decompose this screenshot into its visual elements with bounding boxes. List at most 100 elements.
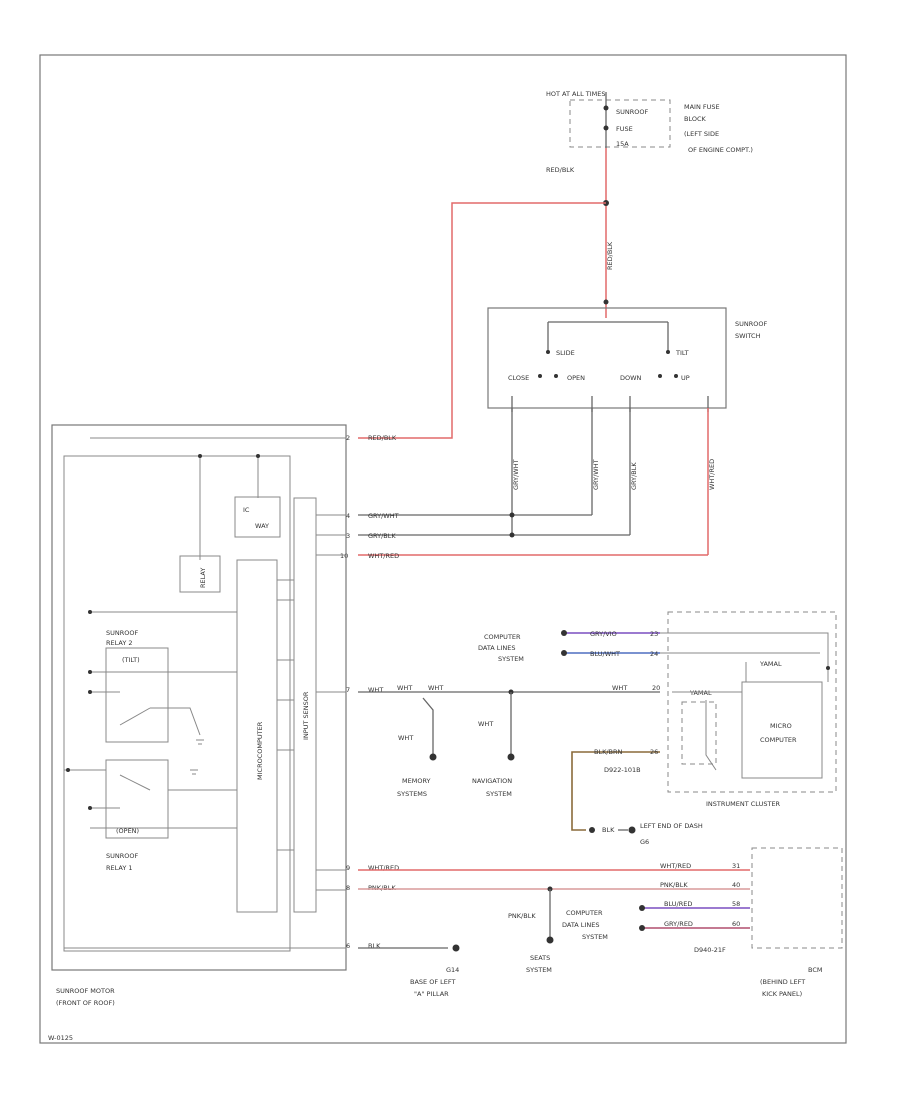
svg-text:CLOSE: CLOSE: [508, 374, 529, 382]
svg-text:31: 31: [732, 862, 740, 870]
svg-text:BLK: BLK: [602, 826, 615, 834]
sunroof-relay-2: [105, 647, 169, 743]
sunroof-switch: SUNROOF SWITCH SLIDE TILT CLOSE OPEN DOW…: [487, 307, 767, 412]
svg-text:15A: 15A: [616, 140, 629, 148]
svg-text:BLK: BLK: [368, 942, 381, 950]
svg-text:RED/BLK: RED/BLK: [606, 241, 614, 270]
svg-text:RELAY 1: RELAY 1: [106, 864, 133, 872]
input-sensor: [293, 497, 317, 913]
red-branch-wire: [358, 202, 606, 439]
svg-text:SUNROOF: SUNROOF: [735, 320, 767, 328]
svg-text:(TILT): (TILT): [122, 656, 140, 664]
svg-text:RELAY 2: RELAY 2: [106, 639, 133, 647]
hot-at-all-times-label: HOT AT ALL TIMES: [546, 90, 606, 98]
svg-text:20: 20: [652, 684, 660, 692]
svg-text:OPEN: OPEN: [567, 374, 585, 382]
svg-text:PNK/BLK: PNK/BLK: [660, 881, 688, 889]
svg-text:BLU/RED: BLU/RED: [664, 900, 692, 908]
svg-text:10: 10: [340, 552, 348, 560]
svg-text:YAMAL: YAMAL: [689, 689, 712, 697]
svg-text:SYSTEMS: SYSTEMS: [397, 790, 427, 798]
svg-text:(FRONT OF ROOF): (FRONT OF ROOF): [56, 999, 115, 1007]
svg-text:FUSE: FUSE: [616, 125, 633, 133]
svg-text:23: 23: [650, 630, 658, 638]
seats-system-label: SEATS: [530, 954, 550, 962]
diagram-frame: [39, 54, 847, 1044]
svg-text:SYSTEM: SYSTEM: [486, 790, 512, 798]
svg-text:MAIN FUSE: MAIN FUSE: [684, 103, 720, 111]
svg-text:G6: G6: [640, 838, 649, 846]
svg-text:24: 24: [650, 650, 658, 658]
svg-text:SYSTEM: SYSTEM: [526, 966, 552, 974]
svg-text:RELAY: RELAY: [199, 568, 207, 588]
diagram-code: W-0125: [48, 1034, 73, 1042]
svg-text:PNK/BLK: PNK/BLK: [508, 912, 536, 920]
left-end-of-dash-label: LEFT END OF DASH: [640, 822, 703, 830]
svg-text:WHT/RED: WHT/RED: [708, 459, 716, 490]
svg-text:DOWN: DOWN: [620, 374, 642, 382]
red-blk-top-label: RED/BLK: [546, 166, 575, 174]
svg-text:DATA LINES: DATA LINES: [562, 921, 599, 929]
svg-text:BLOCK: BLOCK: [684, 115, 707, 123]
svg-text:RED/BLK: RED/BLK: [368, 434, 397, 442]
svg-text:GRY/WHT: GRY/WHT: [368, 512, 399, 520]
sunroof-relay-1: [105, 759, 169, 839]
svg-text:INSTRUMENT CLUSTER: INSTRUMENT CLUSTER: [706, 800, 781, 808]
svg-text:SYSTEM: SYSTEM: [582, 933, 608, 941]
svg-text:WHT: WHT: [428, 684, 443, 692]
computer-data-lines-upper: COMPUTER DATA LINES SYSTEM GRY/VIO 23 BL…: [478, 630, 660, 663]
svg-text:9: 9: [346, 864, 350, 872]
svg-text:"A" PILLAR: "A" PILLAR: [414, 990, 449, 998]
navigation-system-label: NAVIGATION: [472, 777, 512, 785]
svg-text:60: 60: [732, 920, 740, 928]
instrument-cluster: MICRO COMPUTER YAMAL YAMAL INSTRUMENT CL…: [660, 611, 837, 808]
svg-text:7: 7: [346, 686, 350, 694]
svg-text:3: 3: [346, 532, 350, 540]
svg-text:SUNROOF: SUNROOF: [616, 108, 648, 116]
svg-text:UP: UP: [681, 374, 690, 382]
svg-text:SWITCH: SWITCH: [735, 332, 761, 340]
motor-connector-pins: 2 RED/BLK 4 GRY/WHT 3 GRY/BLK 10 WHT/RED…: [340, 434, 399, 950]
svg-text:SUNROOF: SUNROOF: [106, 629, 138, 637]
microcomputer: [236, 559, 278, 913]
svg-text:40: 40: [732, 881, 740, 889]
svg-text:(BEHIND LEFT: (BEHIND LEFT: [760, 978, 805, 986]
svg-text:D922-101B: D922-101B: [604, 766, 641, 774]
svg-text:WHT: WHT: [612, 684, 627, 692]
svg-text:WHT/RED: WHT/RED: [660, 862, 691, 870]
svg-text:BCM: BCM: [808, 966, 823, 974]
svg-text:8: 8: [346, 884, 350, 892]
svg-text:BLU/WHT: BLU/WHT: [590, 650, 620, 658]
svg-text:KICK PANEL): KICK PANEL): [762, 990, 802, 998]
svg-text:OF ENGINE COMPT.): OF ENGINE COMPT.): [688, 146, 753, 154]
svg-text:PNK/BLK: PNK/BLK: [368, 884, 396, 892]
bcm: D940-21F BCM (BEHIND LEFT KICK PANEL): [694, 847, 843, 998]
svg-text:TILT: TILT: [675, 349, 689, 357]
svg-text:6: 6: [346, 942, 350, 950]
svg-text:WAY: WAY: [255, 522, 269, 530]
svg-text:58: 58: [732, 900, 740, 908]
svg-text:4: 4: [346, 512, 350, 520]
memory-systems-label: MEMORY: [402, 777, 431, 785]
svg-text:MICROCOMPUTER: MICROCOMPUTER: [256, 721, 264, 780]
svg-text:WHT: WHT: [397, 684, 412, 692]
svg-text:COMPUTER: COMPUTER: [760, 736, 797, 744]
svg-text:WHT/RED: WHT/RED: [368, 864, 399, 872]
main-fuse-block: HOT AT ALL TIMES SUNROOF FUSE 15A MAIN F…: [546, 90, 753, 154]
svg-text:SUNROOF: SUNROOF: [106, 852, 138, 860]
svg-text:BASE OF LEFT: BASE OF LEFT: [410, 978, 455, 986]
svg-text:GRY/BLK: GRY/BLK: [630, 462, 638, 490]
svg-text:DATA LINES: DATA LINES: [478, 644, 515, 652]
svg-text:GRY/WHT: GRY/WHT: [512, 459, 520, 490]
svg-text:26: 26: [650, 748, 658, 756]
ic-label: IC: [243, 506, 250, 514]
svg-text:WHT/RED: WHT/RED: [368, 552, 399, 560]
svg-text:WHT: WHT: [398, 734, 413, 742]
svg-text:GRY/BLK: GRY/BLK: [368, 532, 396, 540]
svg-text:YAMAL: YAMAL: [759, 660, 782, 668]
svg-text:SUNROOF MOTOR: SUNROOF MOTOR: [56, 987, 115, 995]
svg-text:2: 2: [346, 434, 350, 442]
sunroof-motor: IC WAY RELAY MICROCOMPUTER INPUT SENSOR …: [51, 424, 347, 1007]
ground-g14-label: G14: [446, 966, 459, 974]
svg-text:COMPUTER: COMPUTER: [566, 909, 603, 917]
